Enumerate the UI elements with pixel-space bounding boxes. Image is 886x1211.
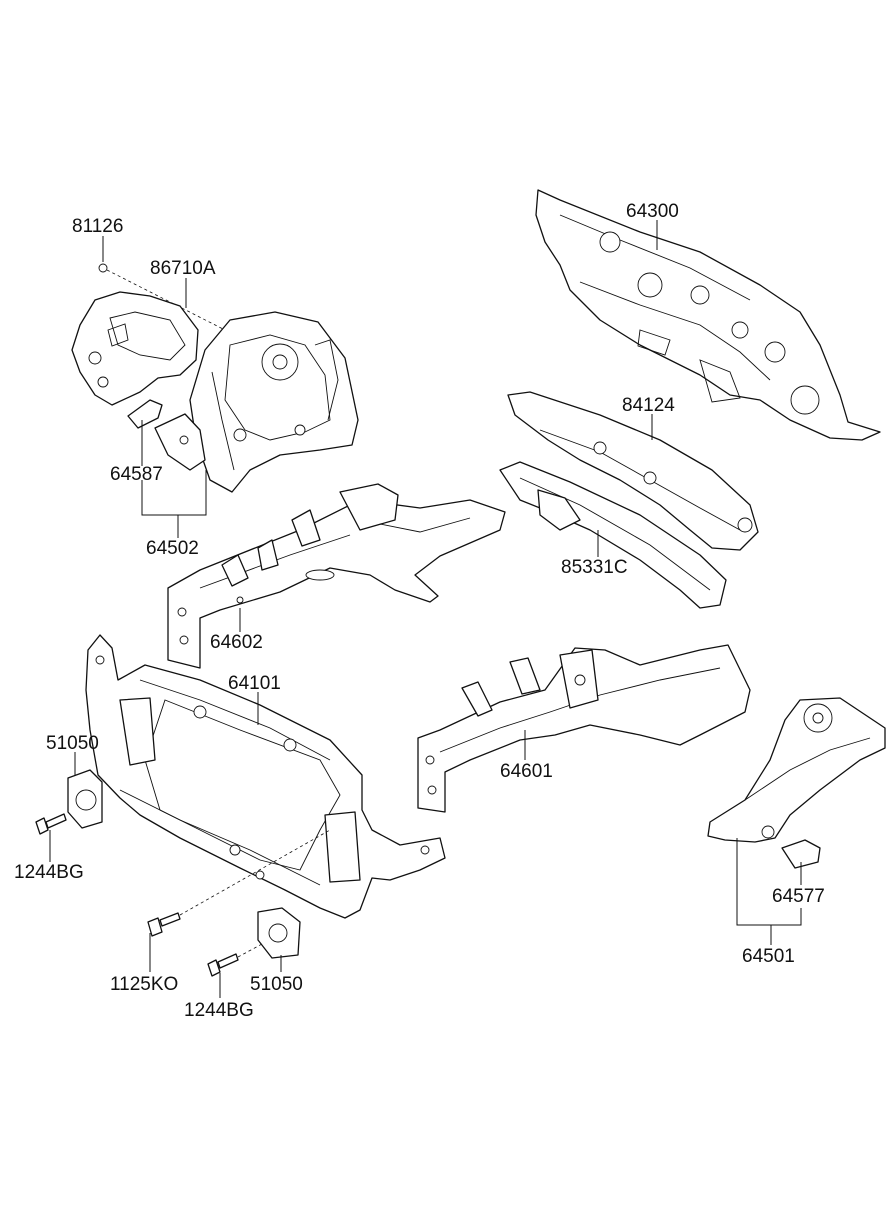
label-64601: 64601 <box>500 761 553 782</box>
part-64587-bracket <box>127 399 206 471</box>
label-1125KO: 1125KO <box>110 974 178 995</box>
part-64577-bracket <box>781 839 821 869</box>
label-64502: 64502 <box>146 538 199 559</box>
clip-81126 <box>98 263 226 331</box>
part-85331C-crossmember <box>499 461 727 609</box>
bolt-1125KO <box>147 829 331 937</box>
label-64587: 64587 <box>110 464 163 485</box>
part-64300-dash-panel <box>535 189 881 441</box>
label-1244BG-left: 1244BG <box>14 862 84 883</box>
label-64602: 64602 <box>210 632 263 653</box>
label-51050-bottom: 51050 <box>250 974 303 995</box>
label-85331C: 85331C <box>561 557 628 578</box>
part-64101-carrier <box>85 634 446 919</box>
label-51050-top: 51050 <box>46 733 99 754</box>
bolt-1244BG-bottom <box>207 943 263 977</box>
part-86710A <box>71 291 199 406</box>
part-64601-side-member <box>417 644 751 813</box>
label-64101: 64101 <box>228 673 281 694</box>
part-84124-cowl <box>507 391 759 551</box>
leader-lines <box>49 220 802 998</box>
label-1244BG-bottom: 1244BG <box>184 1000 254 1021</box>
part-51050-mount-bottom <box>257 907 301 959</box>
part-64602-side-member <box>167 483 506 669</box>
label-81126: 81126 <box>72 216 123 237</box>
label-64300: 64300 <box>626 201 679 222</box>
label-64577: 64577 <box>772 886 825 907</box>
bolt-1244BG-left <box>35 813 67 835</box>
part-51050-mount-left <box>67 769 103 829</box>
label-86710A: 86710A <box>150 258 216 279</box>
label-64501: 64501 <box>742 946 795 967</box>
part-64502-apron <box>189 311 359 493</box>
label-84124: 84124 <box>622 395 675 416</box>
part-64501-apron <box>707 697 886 843</box>
